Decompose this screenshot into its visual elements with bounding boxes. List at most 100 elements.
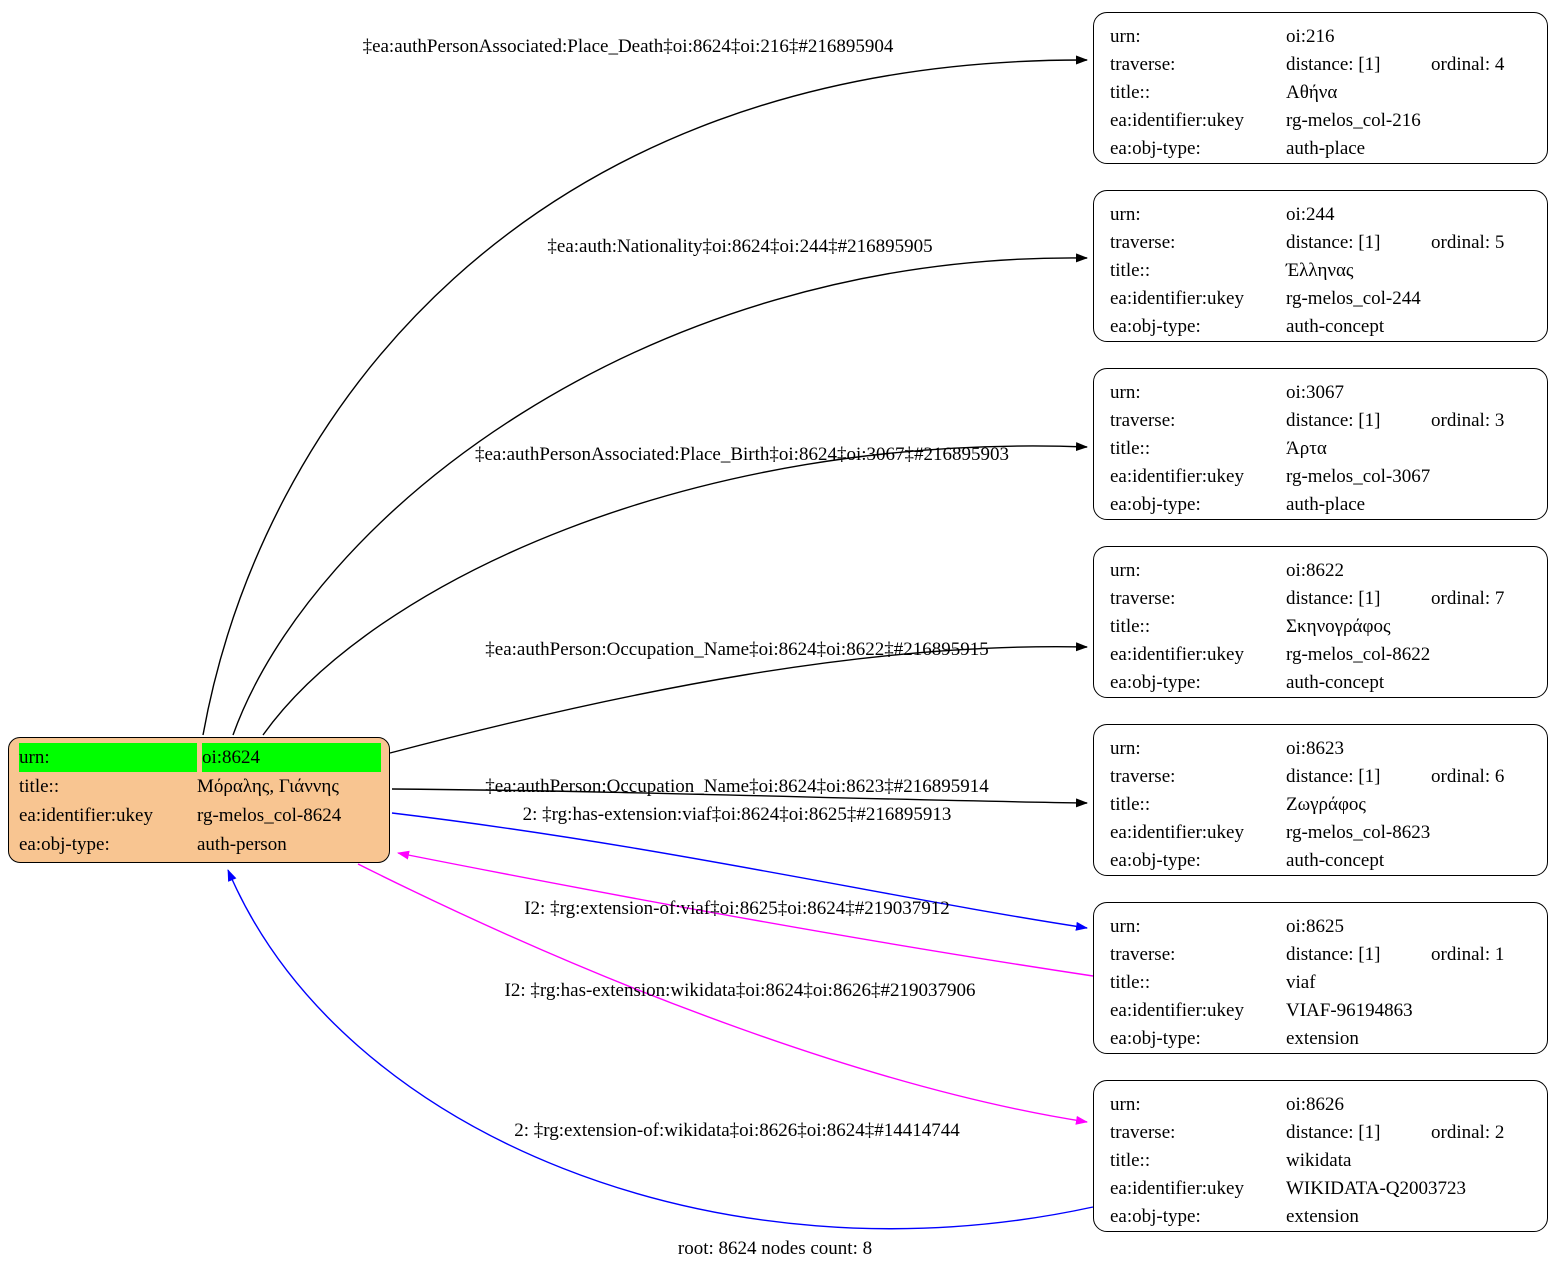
edge-label-extension-of-viaf: I2: ‡rg:extension-of:viaf‡oi:8625‡oi:862… [524, 898, 950, 919]
node-urn-row: urn: oi:8623 [1110, 735, 1537, 763]
field-label-urn: urn: [1110, 26, 1141, 47]
node-ordinal-value: ordinal: 2 [1431, 1122, 1505, 1143]
node-identifier-row: ea:identifier:ukey VIAF-96194863 [1110, 997, 1537, 1025]
node-objtype-value: auth-concept [1286, 672, 1385, 693]
node-distance-value: distance: [1] [1286, 410, 1381, 431]
root-identifier-row: ea:identifier:ukey rg-melos_col-8624 [19, 801, 381, 830]
edge-label-occupation-8623: ‡ea:authPerson:Occupation_Name‡oi:8624‡o… [485, 776, 989, 797]
field-label-identifier: ea:identifier:ukey [1110, 644, 1244, 665]
field-label-title: title:: [1110, 1150, 1151, 1171]
edge-place-death [202, 55, 1088, 736]
node-title-value: Ζωγράφος [1286, 794, 1366, 815]
node-objtype-value: extension [1286, 1206, 1359, 1227]
field-label-title: title:: [1110, 972, 1151, 993]
node-urn-value: oi:216 [1286, 26, 1335, 47]
node-oi-244: urn: oi:244 traverse: distance: [1] ordi… [1093, 190, 1548, 342]
field-label-traverse: traverse: [1110, 54, 1176, 75]
node-distance-value: distance: [1] [1286, 944, 1381, 965]
node-title-value: Αθήνα [1286, 82, 1338, 103]
node-traverse-row: traverse: distance: [1] ordinal: 3 [1110, 407, 1537, 435]
node-identifier-row: ea:identifier:ukey rg-melos_col-8622 [1110, 641, 1537, 669]
field-label-objtype: ea:obj-type: [19, 834, 110, 855]
node-title-row: title:: Σκηνογράφος [1110, 613, 1537, 641]
node-objtype-row: ea:obj-type: auth-concept [1110, 847, 1537, 875]
edge-label-extension-of-wikidata: 2: ‡rg:extension-of:wikidata‡oi:8626‡oi:… [514, 1120, 960, 1141]
field-label-objtype: ea:obj-type: [1110, 138, 1201, 159]
node-ordinal-value: ordinal: 1 [1431, 944, 1505, 965]
node-objtype-value: auth-concept [1286, 850, 1385, 871]
node-ordinal-value: ordinal: 4 [1431, 54, 1505, 75]
field-label-urn: urn: [1110, 1094, 1141, 1115]
field-label-title: title:: [1110, 616, 1151, 637]
node-title-row: title:: wikidata [1110, 1147, 1537, 1175]
node-traverse-row: traverse: distance: [1] ordinal: 5 [1110, 229, 1537, 257]
node-objtype-row: ea:obj-type: auth-place [1110, 491, 1537, 519]
node-distance-value: distance: [1] [1286, 588, 1381, 609]
node-title-value: Άρτα [1286, 438, 1327, 459]
node-identifier-value: VIAF-96194863 [1286, 1000, 1413, 1021]
node-traverse-row: traverse: distance: [1] ordinal: 6 [1110, 763, 1537, 791]
node-ordinal-value: ordinal: 7 [1431, 588, 1505, 609]
node-urn-value: oi:3067 [1286, 382, 1345, 403]
node-title-row: title:: viaf [1110, 969, 1537, 997]
field-label-identifier: ea:identifier:ukey [1110, 1000, 1244, 1021]
field-label-objtype: ea:obj-type: [1110, 494, 1201, 515]
field-label-traverse: traverse: [1110, 232, 1176, 253]
edge-label-has-extension-wikidata: I2: ‡rg:has-extension:wikidata‡oi:8624‡o… [504, 980, 976, 1001]
field-label-objtype: ea:obj-type: [1110, 672, 1201, 693]
field-label-objtype: ea:obj-type: [1110, 1028, 1201, 1049]
field-label-traverse: traverse: [1110, 1122, 1176, 1143]
node-oi-8622: urn: oi:8622 traverse: distance: [1] ord… [1093, 546, 1548, 698]
node-oi-8626: urn: oi:8626 traverse: distance: [1] ord… [1093, 1080, 1548, 1232]
node-distance-value: distance: [1] [1286, 54, 1381, 75]
node-distance-value: distance: [1] [1286, 232, 1381, 253]
node-urn-row: urn: oi:8626 [1110, 1091, 1537, 1119]
edge-extension-of-wikidata [227, 869, 1094, 1230]
field-label-urn: urn: [1110, 916, 1141, 937]
node-identifier-row: ea:identifier:ukey rg-melos_col-8623 [1110, 819, 1537, 847]
root-objtype-value: auth-person [197, 834, 287, 855]
edge-occupation-8623 [391, 788, 1088, 808]
edge-nationality [232, 253, 1088, 736]
field-label-title: title:: [1110, 260, 1151, 281]
node-urn-row: urn: oi:216 [1110, 23, 1537, 51]
node-objtype-row: ea:obj-type: extension [1110, 1025, 1537, 1053]
edge-place-birth [262, 442, 1088, 736]
node-traverse-row: traverse: distance: [1] ordinal: 2 [1110, 1119, 1537, 1147]
node-urn-value: oi:8623 [1286, 738, 1345, 759]
field-label-urn: urn: [1110, 560, 1141, 581]
node-ordinal-value: ordinal: 3 [1431, 410, 1505, 431]
node-identifier-row: ea:identifier:ukey rg-melos_col-216 [1110, 107, 1537, 135]
node-urn-row: urn: oi:244 [1110, 201, 1537, 229]
root-urn-row: urn: oi:8624 [19, 743, 381, 772]
field-label-identifier: ea:identifier:ukey [1110, 110, 1244, 131]
node-objtype-value: auth-place [1286, 494, 1366, 515]
node-ordinal-value: ordinal: 5 [1431, 232, 1505, 253]
field-label-title: title:: [1110, 794, 1151, 815]
node-title-row: title:: Άρτα [1110, 435, 1537, 463]
field-label-title: title:: [19, 776, 60, 797]
field-label-urn: urn: [1110, 382, 1141, 403]
field-label-identifier: ea:identifier:ukey [1110, 466, 1244, 487]
node-traverse-row: traverse: distance: [1] ordinal: 1 [1110, 941, 1537, 969]
node-urn-value: oi:244 [1286, 204, 1335, 225]
edge-label-has-extension-viaf: 2: ‡rg:has-extension:viaf‡oi:8624‡oi:862… [522, 804, 952, 825]
field-label-traverse: traverse: [1110, 944, 1176, 965]
node-identifier-value: rg-melos_col-8622 [1286, 644, 1431, 665]
edge-label-place-death: ‡ea:authPersonAssociated:Place_Death‡oi:… [362, 36, 894, 57]
root-urn-value: oi:8624 [202, 743, 381, 772]
field-label-traverse: traverse: [1110, 410, 1176, 431]
node-identifier-row: ea:identifier:ukey WIKIDATA-Q2003723 [1110, 1175, 1537, 1203]
field-label-traverse: traverse: [1110, 588, 1176, 609]
node-oi-3067: urn: oi:3067 traverse: distance: [1] ord… [1093, 368, 1548, 520]
node-title-row: title:: Ζωγράφος [1110, 791, 1537, 819]
node-title-row: title:: Αθήνα [1110, 79, 1537, 107]
node-objtype-row: ea:obj-type: extension [1110, 1203, 1537, 1231]
node-distance-value: distance: [1] [1286, 766, 1381, 787]
node-ordinal-value: ordinal: 6 [1431, 766, 1505, 787]
field-label-urn: urn: [19, 743, 197, 772]
node-identifier-value: rg-melos_col-8623 [1286, 822, 1431, 843]
edge-has-extension-viaf [391, 812, 1088, 931]
root-title-row: title:: Μόραλης, Γιάννης [19, 772, 381, 801]
